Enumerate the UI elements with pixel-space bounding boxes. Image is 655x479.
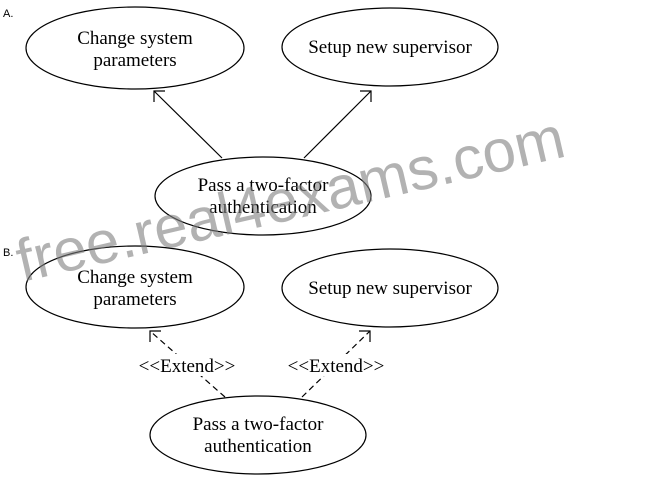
use-case-setup-new-supervisor[interactable]: Setup new supervisor: [281, 248, 499, 328]
arrowhead: [149, 330, 161, 342]
use-case-pass-two-factor-authentication[interactable]: Pass a two-factor authentication: [154, 156, 372, 236]
use-case-ellipse: [149, 395, 367, 475]
use-case-label-line-2: authentication: [209, 197, 317, 218]
option-b-extend-change: [149, 330, 226, 398]
option-b-label: B.: [3, 247, 13, 259]
watermark-text: free.real4exams.com: [10, 103, 571, 294]
option-a-diagram: A. Change system parameters Setup new su…: [3, 6, 499, 236]
extend-line: [149, 330, 226, 398]
use-case-label-line-2: parameters: [93, 289, 176, 310]
use-case-ellipse: [281, 248, 499, 328]
use-case-label-line-1: Change system: [77, 28, 193, 49]
association-line: [153, 90, 223, 159]
arrowhead: [153, 90, 165, 102]
use-case-ellipse: [25, 6, 245, 90]
extend-label-left: <<Extend>>: [139, 356, 236, 377]
option-b-extend-setup: [301, 330, 371, 398]
use-case-label-line-2: authentication: [204, 436, 312, 457]
arrowhead: [359, 330, 371, 342]
use-case-label-line-1: Change system: [77, 267, 193, 288]
use-case-change-system-parameters[interactable]: Change system parameters: [25, 245, 245, 329]
association-line: [303, 90, 372, 159]
use-case-label-line-1: Pass a two-factor: [193, 414, 325, 435]
use-case-ellipse: [25, 245, 245, 329]
extend-label-right: <<Extend>>: [288, 356, 385, 377]
extend-line: [301, 330, 371, 398]
use-case-label-line-2: parameters: [93, 50, 176, 71]
use-case-label-line-1: Setup new supervisor: [308, 278, 472, 299]
option-b-diagram: B. <<Extend>> <<Extend>> Change system p…: [3, 245, 499, 475]
use-case-label-line-1: Setup new supervisor: [308, 37, 472, 58]
option-a-assoc-setup: [303, 90, 372, 159]
use-case-pass-two-factor-authentication[interactable]: Pass a two-factor authentication: [149, 395, 367, 475]
use-case-label-line-1: Pass a two-factor: [198, 175, 330, 196]
use-case-ellipse: [281, 7, 499, 87]
option-a-assoc-change: [153, 90, 223, 159]
use-case-ellipse: [154, 156, 372, 236]
option-a-label: A.: [3, 8, 13, 20]
arrowhead: [360, 90, 372, 102]
use-case-setup-new-supervisor[interactable]: Setup new supervisor: [281, 7, 499, 87]
extend-label-bg: [283, 354, 389, 376]
use-case-change-system-parameters[interactable]: Change system parameters: [25, 6, 245, 90]
extend-label-bg: [134, 354, 240, 376]
